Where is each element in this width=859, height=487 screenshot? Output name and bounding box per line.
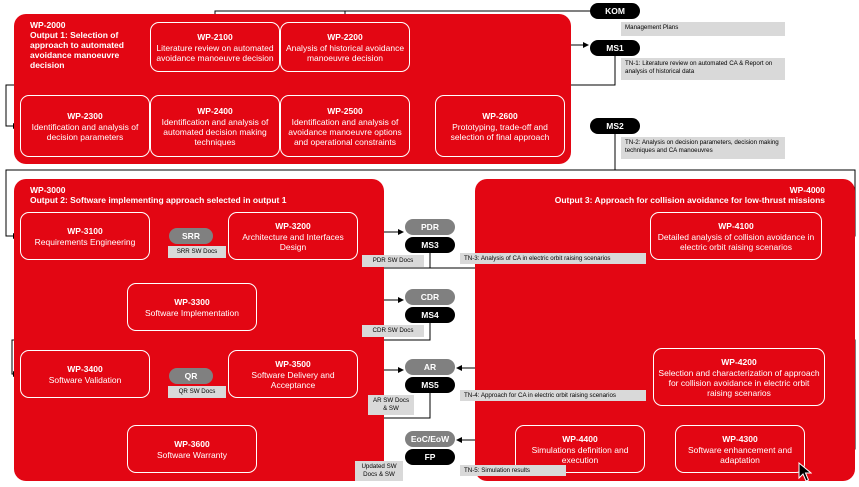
kom-milestone[interactable]: KOM xyxy=(590,3,640,19)
fp-docs-note: Updated SW Docs & SW xyxy=(355,461,403,481)
tn3-deliverable-note: TN-3: Analysis of CA in electric orbit r… xyxy=(460,253,646,264)
eoc-eow-review[interactable]: EoC/EoW xyxy=(405,431,455,447)
ms1-to-output1-row2-connector xyxy=(5,56,616,129)
mouse-cursor-icon xyxy=(798,462,812,482)
qr-review[interactable]: QR xyxy=(169,368,213,384)
cdr-docs-note: CDR SW Docs xyxy=(362,325,424,337)
ms2-milestone[interactable]: MS2 xyxy=(590,118,640,134)
tn5-deliverable-note: TN-5: Simulation results xyxy=(460,465,566,476)
srr-review[interactable]: SRR xyxy=(169,228,213,244)
ar-review[interactable]: AR xyxy=(405,359,455,375)
ms2-deliverable-note: TN-2: Analysis on decision parameters, d… xyxy=(621,137,785,159)
fp-milestone[interactable]: FP xyxy=(405,449,455,465)
ms3-milestone[interactable]: MS3 xyxy=(405,237,455,253)
ms5-milestone[interactable]: MS5 xyxy=(405,377,455,393)
srr-docs-note: SRR SW Docs xyxy=(168,246,226,258)
qr-docs-note: QR SW Docs xyxy=(168,386,226,398)
ms4-milestone[interactable]: MS4 xyxy=(405,307,455,323)
ar-docs-note: AR SW Docs & SW xyxy=(368,395,414,415)
tn4-deliverable-note: TN-4: Approach for CA in electric orbit … xyxy=(460,390,646,401)
ms1-deliverable-note: TN-1: Literature review on automated CA … xyxy=(621,58,785,80)
pdr-review[interactable]: PDR xyxy=(405,219,455,235)
output-3-panel xyxy=(475,179,855,481)
cdr-review[interactable]: CDR xyxy=(405,289,455,305)
output-1-panel xyxy=(14,14,571,164)
ms1-milestone[interactable]: MS1 xyxy=(590,40,640,56)
pdr-docs-note: PDR SW Docs xyxy=(362,255,424,267)
kom-deliverable-note: Management Plans xyxy=(621,22,785,36)
